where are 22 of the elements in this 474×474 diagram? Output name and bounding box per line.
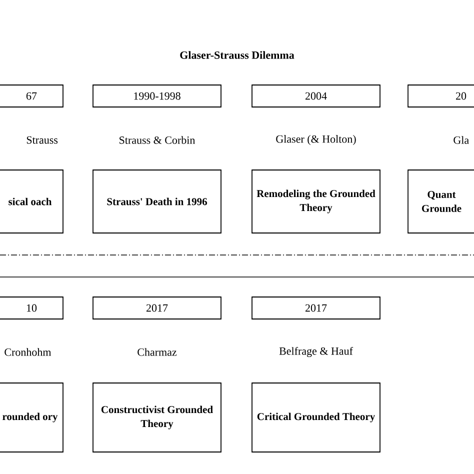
date-box: 2004 — [252, 84, 380, 108]
date-box: 67 — [0, 84, 64, 108]
theme-box: Remodeling the Grounded Theory — [252, 170, 380, 234]
author-name: Belfrage & Hauf — [279, 346, 353, 358]
author-name: Gla — [454, 136, 469, 144]
date-box: 10 — [0, 296, 64, 320]
author-name: Strauss — [26, 136, 58, 144]
theme-box: sical oach — [0, 170, 64, 234]
author-name: Cronhohm — [4, 348, 52, 356]
date-box: 20 — [408, 84, 474, 108]
date-box: 2017 — [92, 296, 222, 320]
author-name: Strauss & Corbin — [120, 136, 196, 144]
theme-box: rounded ory — [0, 382, 64, 452]
title: Glaser-Strauss Dilemma — [180, 51, 294, 59]
theme-box: Critical Grounded Theory — [252, 382, 380, 452]
theme-box: Constructivist Grounded Theory — [92, 382, 222, 452]
author-name: Glaser (& Holton) — [276, 135, 356, 145]
author-name: Charmaz — [138, 348, 177, 356]
date-box: 1990-1998 — [92, 84, 222, 108]
theme-box: Strauss' Death in 1996 — [92, 170, 222, 234]
theme-box: Quant Grounde — [408, 170, 474, 234]
date-box: 2017 — [252, 296, 380, 320]
